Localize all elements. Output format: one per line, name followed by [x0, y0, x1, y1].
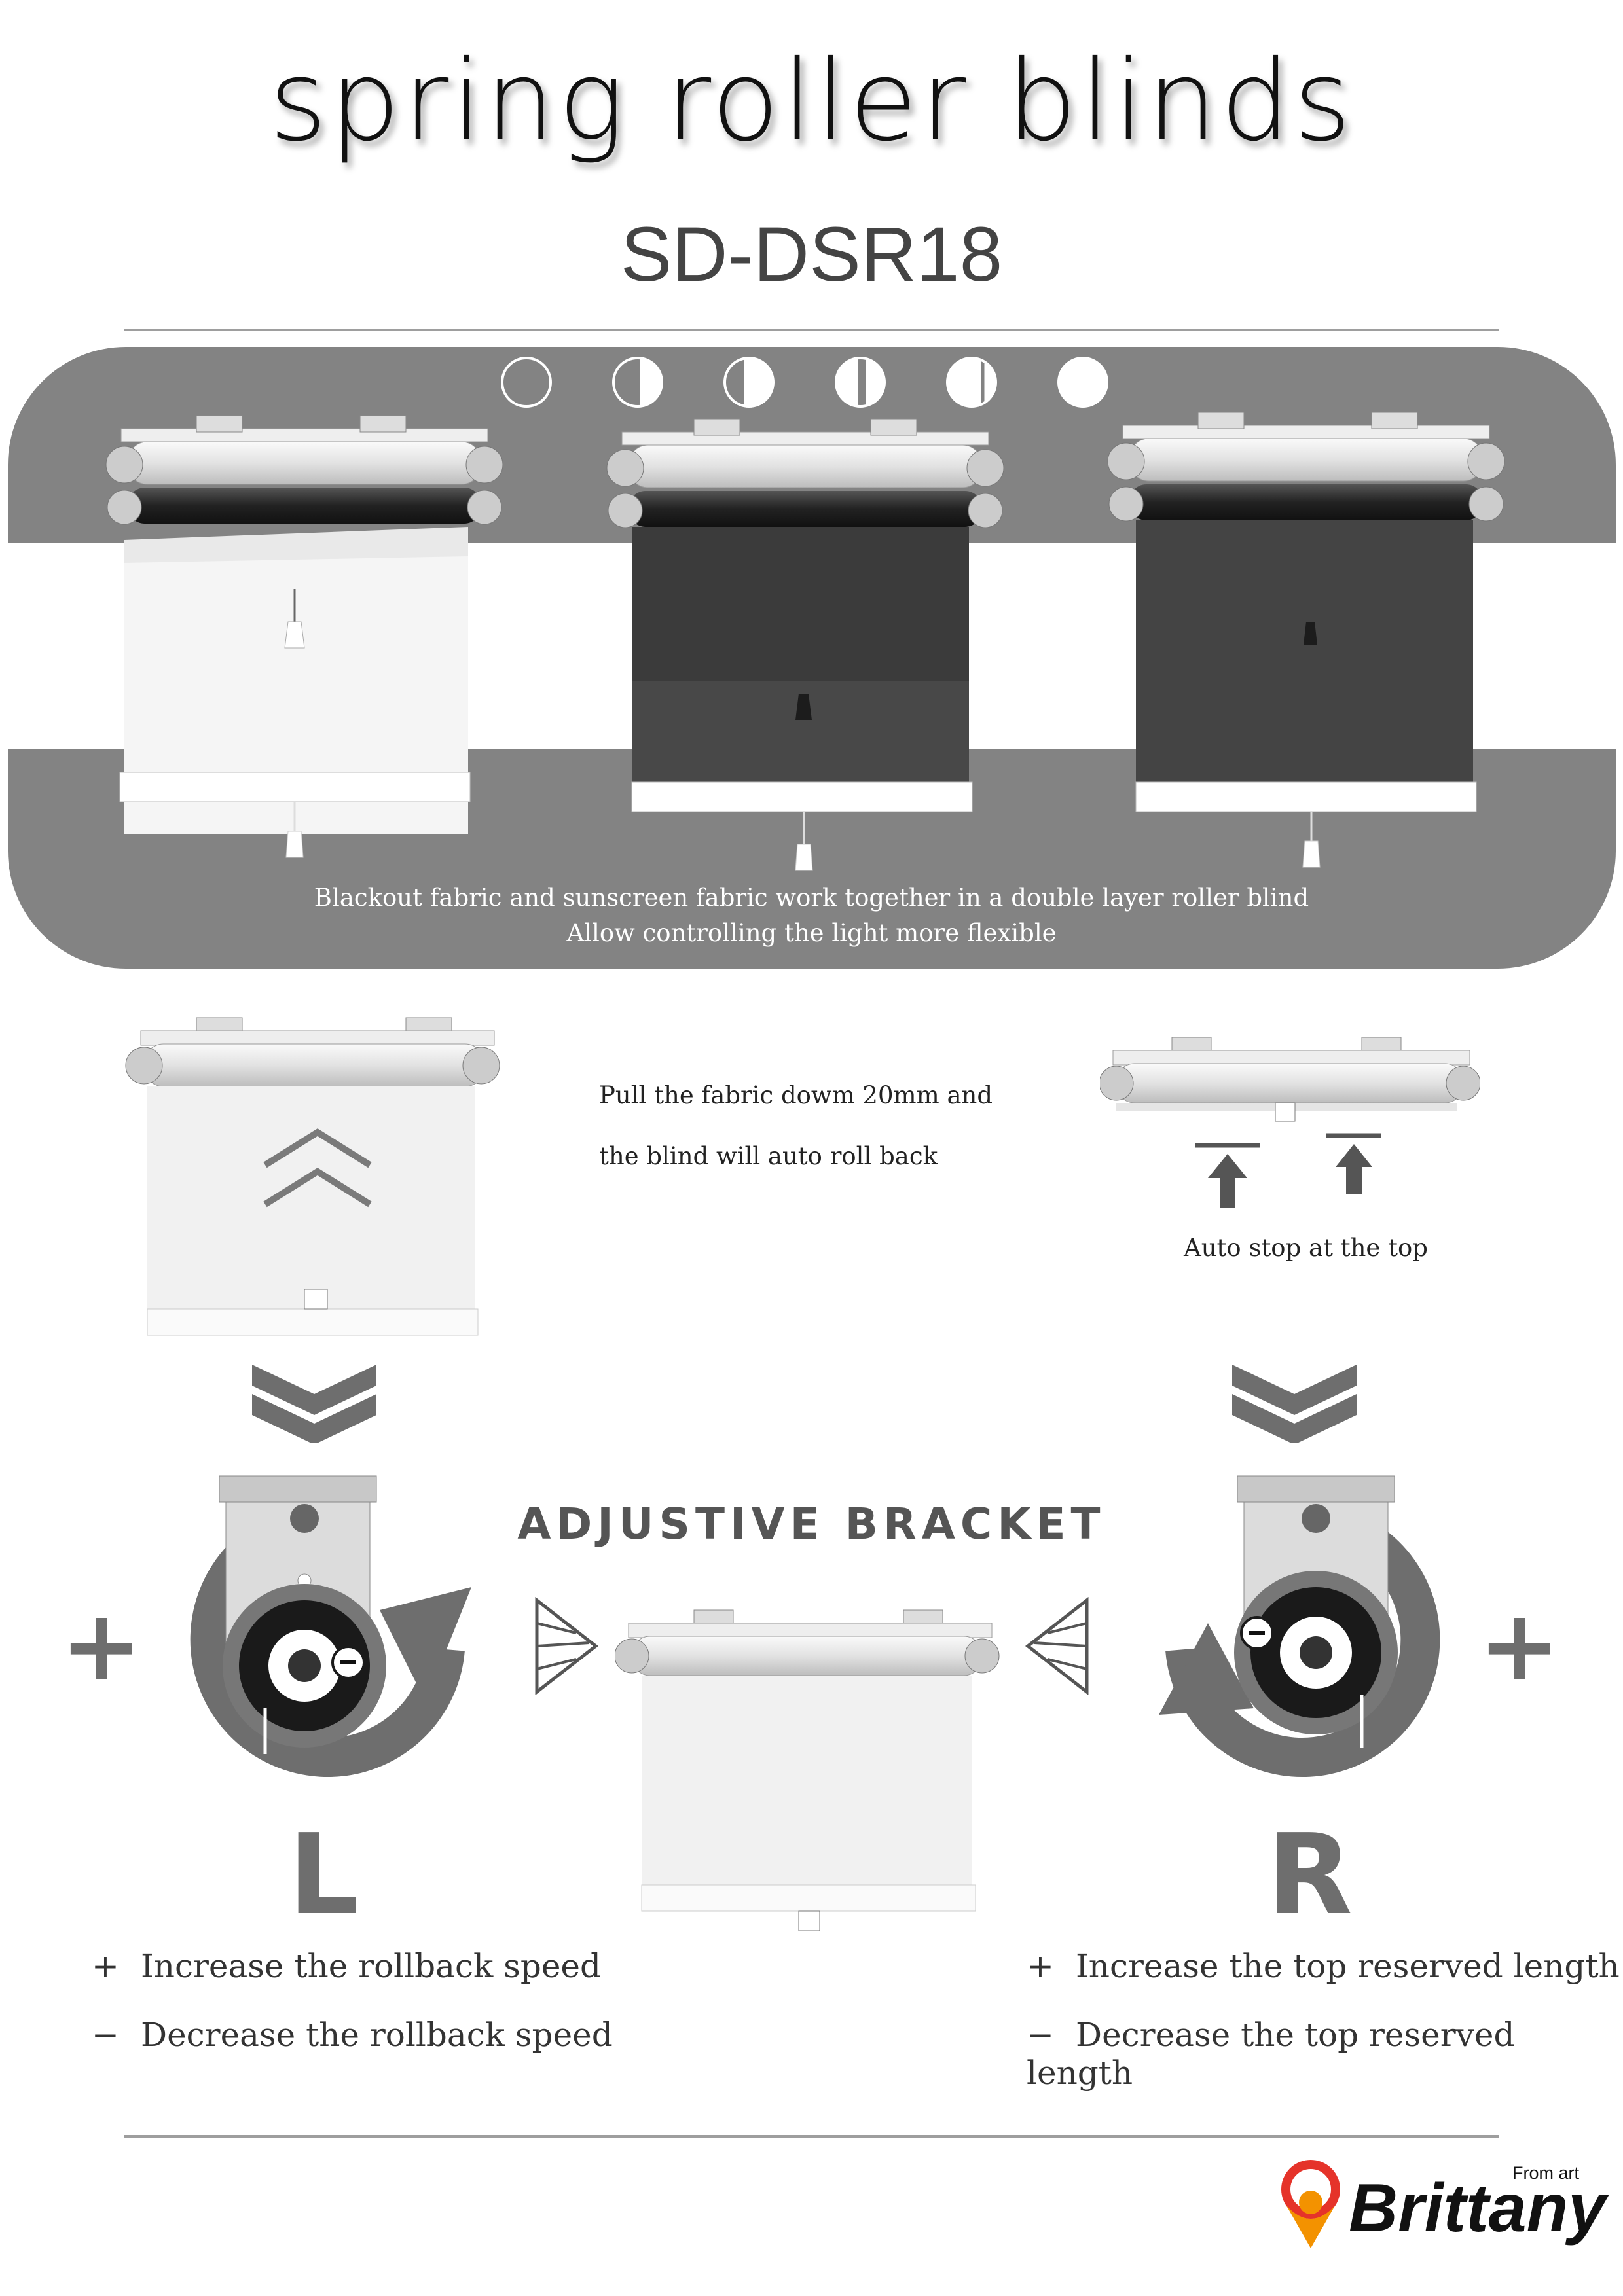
- right-list-increase: + Increase the top reserved length: [1027, 1947, 1620, 1985]
- left-plus-icon: +: [60, 1589, 143, 1703]
- left-decrease-text: Decrease the rollback speed: [141, 2016, 613, 2054]
- minus-sign: −: [1027, 2016, 1054, 2054]
- brand-name: Brittany: [1349, 2170, 1606, 2246]
- center-blind-illustration: [615, 1609, 1000, 1931]
- rollback-blind-illustration: [125, 1017, 500, 1336]
- left-increase-text: Increase the rollback speed: [141, 1947, 602, 1985]
- double-blinds-illustration: [105, 412, 1505, 871]
- plus-sign: +: [1027, 1947, 1054, 1985]
- brittany-logo-icon: [1281, 2160, 1340, 2248]
- top-divider: [124, 329, 1499, 331]
- right-letter-r: R: [1267, 1810, 1353, 1940]
- rollback-text-line1: Pull the fabric dowm 20mm and: [599, 1081, 993, 1109]
- blind-blackout: [105, 415, 503, 858]
- left-down-chevron-icon: [252, 1365, 376, 1443]
- right-list-decrease: −Decrease the top reserved length: [1027, 2016, 1623, 2092]
- counterclockwise-arrow-icon: [1159, 1623, 1254, 1715]
- autostop-roller-illustration: [1100, 1037, 1480, 1208]
- moon-phase-2-icon: [612, 357, 663, 408]
- blind-double-closed: [1107, 412, 1505, 868]
- band-caption-line2: Allow controlling the light more flexibl…: [566, 919, 1057, 947]
- adjustive-bracket-title: ADJUSTIVE BRACKET: [517, 1499, 1106, 1549]
- page-title: spring roller blinds: [268, 37, 1355, 166]
- left-list-decrease: −Decrease the rollback speed: [92, 2016, 613, 2054]
- moon-phase-4-icon: [835, 357, 886, 408]
- right-decrease-text: Decrease the top reserved length: [1027, 2016, 1515, 2092]
- left-bracket-illustration: [190, 1475, 471, 1777]
- rollback-text-line2: the blind will auto roll back: [599, 1142, 938, 1170]
- moon-phase-6-icon: [1057, 357, 1108, 408]
- band-caption-line1: Blackout fabric and sunscreen fabric wor…: [314, 884, 1309, 912]
- plus-sign: +: [92, 1947, 119, 1985]
- right-plus-icon: +: [1478, 1589, 1561, 1703]
- left-list-increase: + Increase the rollback speed: [92, 1947, 601, 1985]
- right-pointer-triangle-icon: [1025, 1597, 1089, 1695]
- right-bracket-illustration: [1159, 1475, 1440, 1777]
- moon-phase-3-icon: [723, 357, 775, 408]
- model-number: SD-DSR18: [620, 211, 1003, 298]
- left-letter-l: L: [288, 1810, 359, 1940]
- right-down-chevron-icon: [1232, 1365, 1357, 1443]
- moon-phase-5-icon: [946, 357, 997, 408]
- brand-tagline: From art: [1512, 2163, 1580, 2183]
- autostop-label: Auto stop at the top: [1184, 1234, 1428, 1262]
- blind-sunscreen-dark: [606, 418, 1004, 871]
- left-pointer-triangle-icon: [535, 1597, 599, 1695]
- clockwise-arrow-icon: [380, 1587, 471, 1702]
- minus-sign: −: [92, 2016, 119, 2054]
- right-increase-text: Increase the top reserved length: [1076, 1947, 1620, 1985]
- bottom-divider: [124, 2135, 1499, 2138]
- moon-phase-1-icon: [501, 357, 552, 408]
